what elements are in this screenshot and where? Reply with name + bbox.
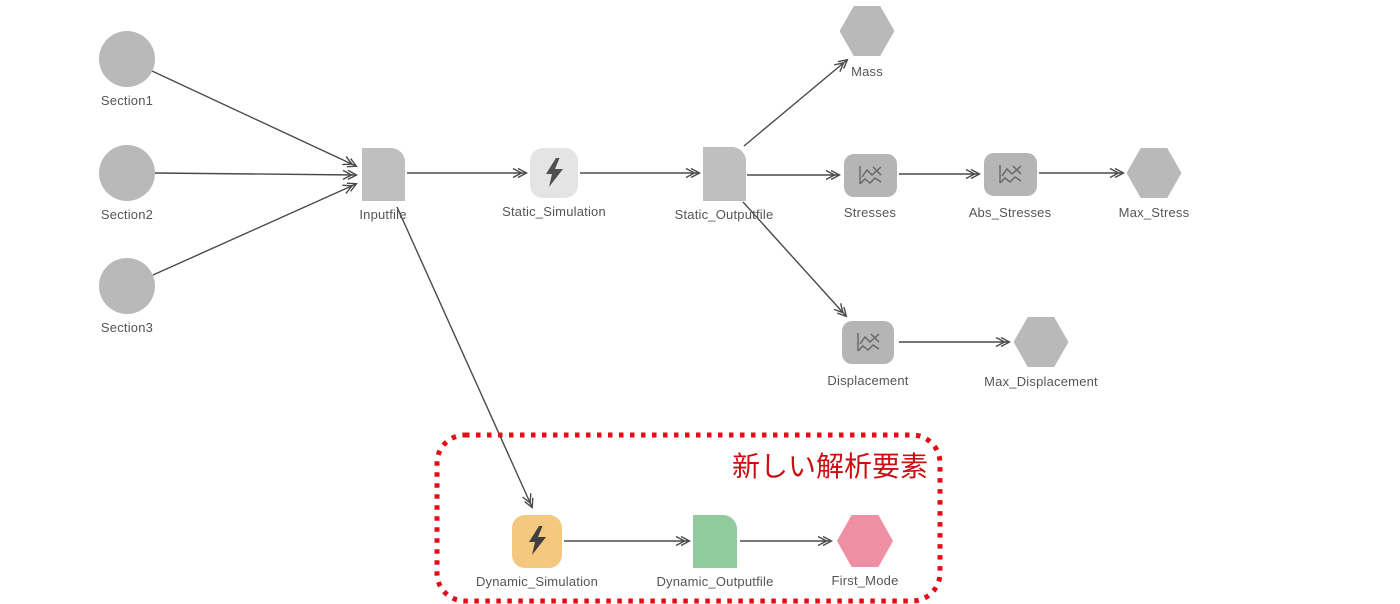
node-label-stresses: Stresses: [843, 204, 897, 220]
chart-icon: [859, 166, 882, 185]
node-section1[interactable]: [99, 31, 155, 87]
node-static-simulation[interactable]: [530, 148, 578, 198]
edge-section3-to-inputfile: [152, 182, 358, 276]
node-section3[interactable]: [99, 258, 155, 314]
node-inputfile[interactable]: [361, 147, 405, 201]
node-label-inputfile: Inputfile: [359, 206, 407, 222]
edge-inputfile-to-dynamic-simulation: [396, 206, 534, 509]
node-label-section3: Section3: [100, 320, 154, 335]
node-label-static-outputfile: Static_Outputfile: [674, 207, 774, 222]
node-section2[interactable]: [99, 145, 155, 201]
lightning-icon: [529, 526, 546, 555]
node-first-mode[interactable]: [837, 515, 893, 567]
edge-section2-to-inputfile: [154, 169, 358, 181]
node-label-mass: Mass: [851, 64, 883, 79]
node-label-section1: Section1: [100, 93, 154, 108]
chart-icon: [857, 333, 880, 352]
node-label-max-displacement: Max_Displacement: [984, 374, 1098, 389]
node-mass[interactable]: [839, 6, 895, 56]
node-label-max-stress: Max_Stress: [1118, 205, 1190, 220]
node-dynamic-simulation[interactable]: [512, 514, 562, 568]
node-label-dynamic-outputfile: Dynamic_Outputfile: [656, 573, 774, 589]
edge-static-outputfile-to-mass: [743, 58, 849, 147]
node-label-dynamic-simulation: Dynamic_Simulation: [475, 573, 599, 589]
node-dynamic-outputfile[interactable]: [693, 514, 737, 568]
node-label-displacement: Displacement: [827, 372, 909, 388]
node-max-stress[interactable]: [1126, 148, 1182, 198]
chart-icon: [999, 165, 1022, 184]
edge-static-outputfile-to-displacement: [742, 201, 848, 318]
annotation-box: [434, 432, 943, 604]
lightning-icon: [546, 158, 563, 187]
node-label-static-simulation: Static_Simulation: [502, 204, 606, 219]
node-displacement[interactable]: [842, 320, 894, 364]
node-stresses[interactable]: [843, 153, 897, 197]
edge-section1-to-inputfile: [151, 70, 358, 168]
node-abs-stresses[interactable]: [983, 152, 1037, 196]
node-static-outputfile[interactable]: [702, 147, 746, 201]
node-label-abs-stresses: Abs_Stresses: [968, 204, 1052, 220]
node-max-displacement[interactable]: [1013, 317, 1069, 367]
annotation-label: 新しい解析要素: [731, 450, 928, 483]
node-label-section2: Section2: [100, 207, 154, 222]
node-label-first-mode: First_Mode: [831, 573, 899, 588]
